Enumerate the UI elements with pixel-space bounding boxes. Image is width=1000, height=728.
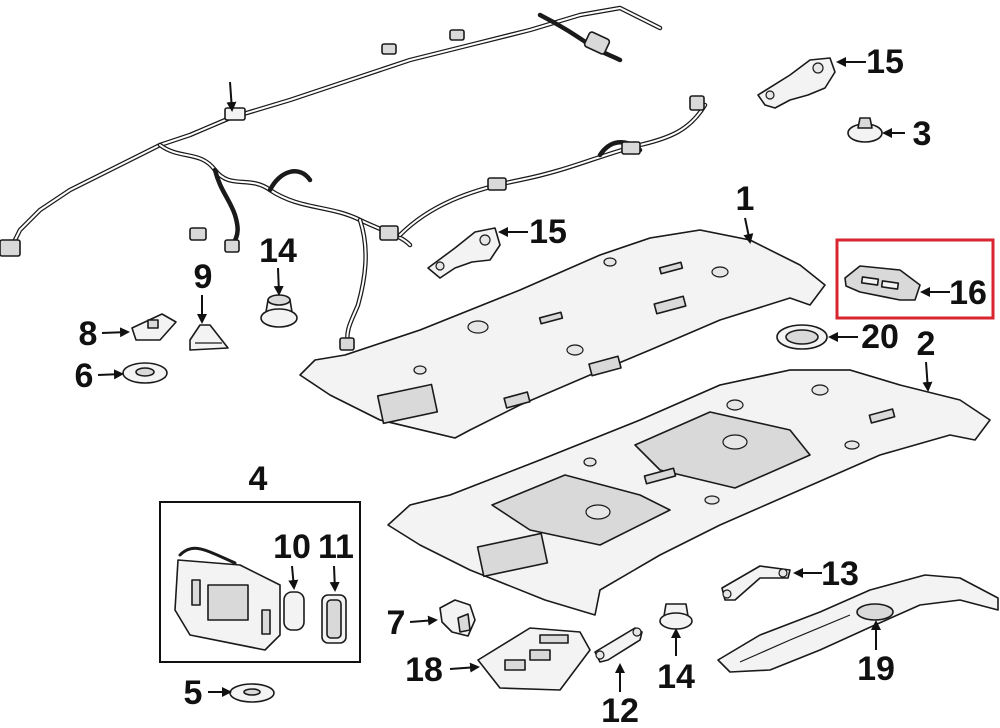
clip-part-7	[439, 599, 476, 637]
handle-part-13	[721, 565, 791, 601]
callout-labels: 15 3 15 14 1 9 8 6 16 20 2 4 10 11 7 18 …	[75, 43, 987, 728]
callout-6: 6	[75, 357, 94, 395]
bracket-middle	[427, 227, 501, 279]
callout-11: 11	[318, 528, 354, 566]
callout-7: 7	[387, 604, 406, 642]
callout-15-middle: 15	[529, 213, 567, 251]
callout-18: 18	[405, 651, 443, 689]
seal-part-5	[229, 683, 275, 703]
callout-14-upper: 14	[259, 232, 297, 270]
callout-20: 20	[861, 318, 899, 356]
mirror-cover-part-10	[283, 591, 305, 631]
console-part-18	[477, 627, 591, 691]
callout-8: 8	[79, 315, 98, 353]
leader-arrows	[97, 57, 950, 697]
wiring-harness	[0, 5, 708, 351]
pad-part-8	[131, 313, 177, 341]
clip-part-3	[847, 117, 883, 143]
bracket-upper	[757, 57, 836, 109]
grommet-part-20	[776, 324, 828, 350]
highlight-box	[835, 238, 995, 320]
headliner-lower	[387, 369, 991, 616]
grommet-upper	[260, 294, 298, 328]
callout-2: 2	[917, 325, 936, 363]
hook-part-9	[189, 324, 229, 351]
handle-part-12	[594, 627, 643, 663]
callout-3: 3	[913, 115, 932, 153]
sun-visor-group-box	[159, 501, 361, 663]
callout-5: 5	[184, 674, 203, 712]
callout-4: 4	[249, 460, 268, 498]
callout-13: 13	[821, 555, 859, 593]
seal-part-6	[122, 362, 168, 384]
sun-visor	[174, 546, 281, 651]
callout-19: 19	[857, 650, 895, 688]
lamp-part-11	[321, 594, 347, 644]
headliner-upper	[299, 229, 826, 439]
dome-light-part-16	[844, 265, 921, 301]
callout-12: 12	[601, 692, 639, 728]
callout-15-upper: 15	[866, 43, 904, 81]
callout-16: 16	[949, 274, 987, 312]
callout-1: 1	[736, 180, 755, 218]
callout-10: 10	[273, 528, 311, 566]
grommet-lower	[659, 603, 693, 630]
callout-14-lower: 14	[657, 658, 695, 696]
callout-9: 9	[194, 258, 213, 296]
